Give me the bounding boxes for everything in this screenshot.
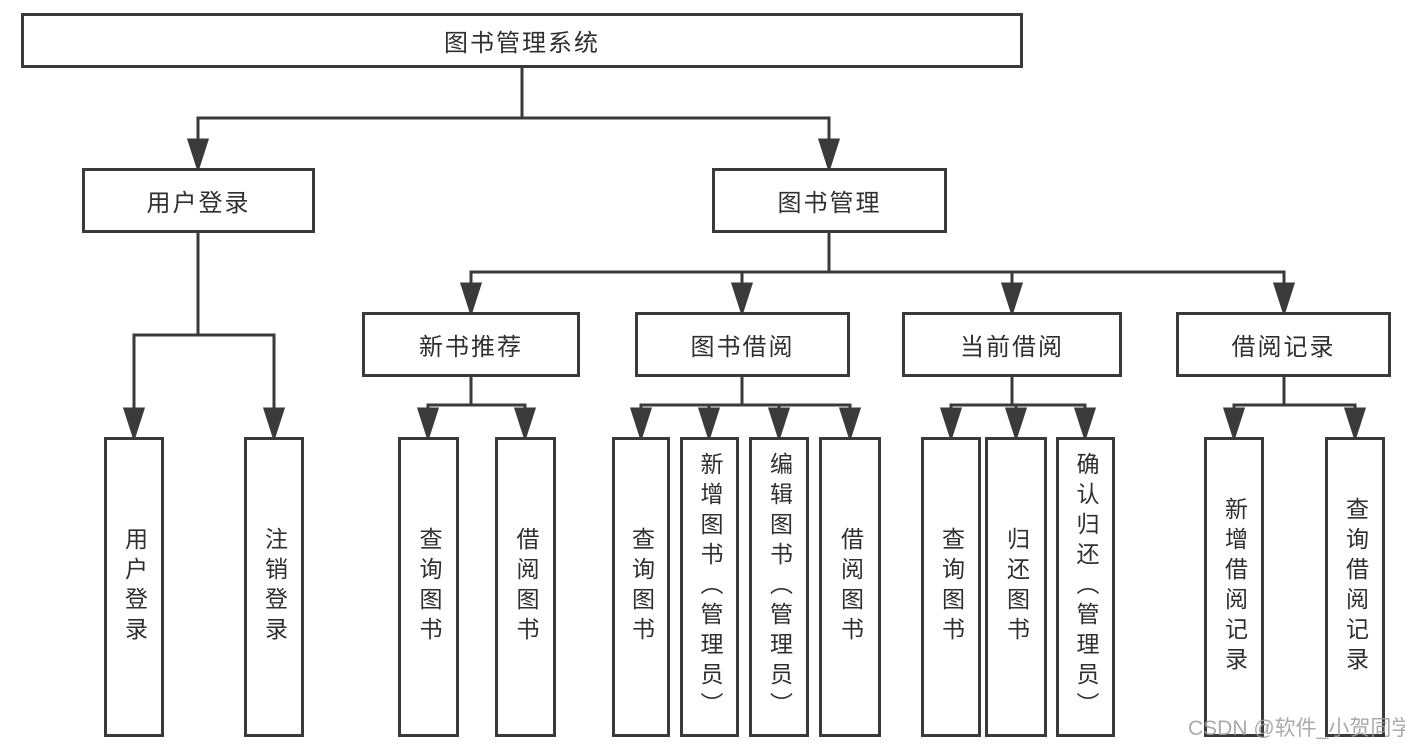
csdn-watermark: CSDN @软件_小贺同学 bbox=[1188, 717, 1405, 740]
arrowhead bbox=[186, 138, 210, 173]
node-book-management-label: 图书管理 bbox=[777, 190, 882, 217]
leaf-edit-books-admin-label: 编辑图书（管理员） bbox=[766, 452, 793, 722]
leaf-add-books-admin: 新增图书（管理员） bbox=[680, 437, 739, 737]
arrowhead bbox=[1272, 282, 1296, 317]
arrowhead bbox=[1000, 282, 1024, 317]
leaf-query-borrow-record-label: 查询借阅记录 bbox=[1342, 497, 1369, 677]
leaf-borrow-books-2-label: 借阅图书 bbox=[837, 527, 864, 647]
arrowhead bbox=[1222, 407, 1246, 442]
leaf-borrow-books-1: 借阅图书 bbox=[495, 437, 556, 737]
leaf-query-books-3-label: 查询图书 bbox=[938, 527, 965, 647]
leaf-query-books-2-label: 查询图书 bbox=[628, 527, 655, 647]
leaf-borrow-books-2: 借阅图书 bbox=[819, 437, 881, 737]
leaf-logout: 注销登录 bbox=[244, 437, 304, 737]
arrowhead bbox=[513, 407, 537, 442]
node-user-login: 用户登录 bbox=[82, 168, 315, 233]
leaf-add-borrow-record-label: 新增借阅记录 bbox=[1221, 497, 1248, 677]
leaf-confirm-return-admin-label: 确认归还（管理员） bbox=[1073, 452, 1099, 722]
arrowhead bbox=[459, 282, 483, 317]
leaf-query-books-2: 查询图书 bbox=[612, 437, 670, 737]
arrowhead bbox=[1004, 407, 1028, 442]
leaf-return-books-label: 归还图书 bbox=[1003, 527, 1030, 647]
node-book-borrowing: 图书借阅 bbox=[635, 312, 850, 377]
arrowhead bbox=[416, 407, 440, 442]
node-borrowing-records: 借阅记录 bbox=[1176, 312, 1391, 377]
leaf-query-books-1: 查询图书 bbox=[398, 437, 459, 737]
leaf-edit-books-admin: 编辑图书（管理员） bbox=[749, 437, 809, 737]
node-current-borrowing-label: 当前借阅 bbox=[960, 334, 1064, 361]
node-borrowing-records-label: 借阅记录 bbox=[1231, 334, 1336, 361]
leaf-query-books-3: 查询图书 bbox=[921, 437, 981, 737]
leaf-add-books-admin-label: 新增图书（管理员） bbox=[697, 452, 723, 722]
node-current-borrowing: 当前借阅 bbox=[902, 312, 1122, 377]
arrowhead bbox=[1343, 407, 1367, 442]
leaf-confirm-return-admin: 确认归还（管理员） bbox=[1056, 437, 1115, 737]
leaf-user-login: 用户登录 bbox=[104, 437, 164, 737]
arrowhead bbox=[767, 407, 791, 442]
arrowhead bbox=[122, 407, 146, 442]
arrowhead bbox=[1073, 407, 1097, 442]
arrowhead bbox=[629, 407, 653, 442]
leaf-query-borrow-record: 查询借阅记录 bbox=[1325, 437, 1385, 737]
leaf-query-books-1-label: 查询图书 bbox=[416, 527, 442, 647]
leaf-user-login-label: 用户登录 bbox=[121, 527, 148, 647]
leaf-borrow-books-1-label: 借阅图书 bbox=[513, 527, 539, 647]
leaf-logout-label: 注销登录 bbox=[261, 527, 288, 647]
arrowhead bbox=[697, 407, 721, 442]
leaf-return-books: 归还图书 bbox=[985, 437, 1047, 737]
node-book-management: 图书管理 bbox=[712, 168, 947, 233]
node-root: 图书管理系统 bbox=[21, 13, 1023, 68]
arrowhead bbox=[730, 282, 754, 317]
node-root-label: 图书管理系统 bbox=[444, 30, 600, 57]
node-user-login-label: 用户登录 bbox=[146, 190, 251, 217]
arrowhead bbox=[838, 407, 862, 442]
leaf-add-borrow-record: 新增借阅记录 bbox=[1204, 437, 1264, 737]
node-new-book-recommend-label: 新书推荐 bbox=[419, 334, 523, 361]
arrowhead bbox=[817, 138, 841, 173]
arrowhead bbox=[939, 407, 963, 442]
node-new-book-recommend: 新书推荐 bbox=[362, 312, 580, 377]
node-book-borrowing-label: 图书借阅 bbox=[690, 334, 795, 361]
arrowhead bbox=[262, 407, 286, 442]
